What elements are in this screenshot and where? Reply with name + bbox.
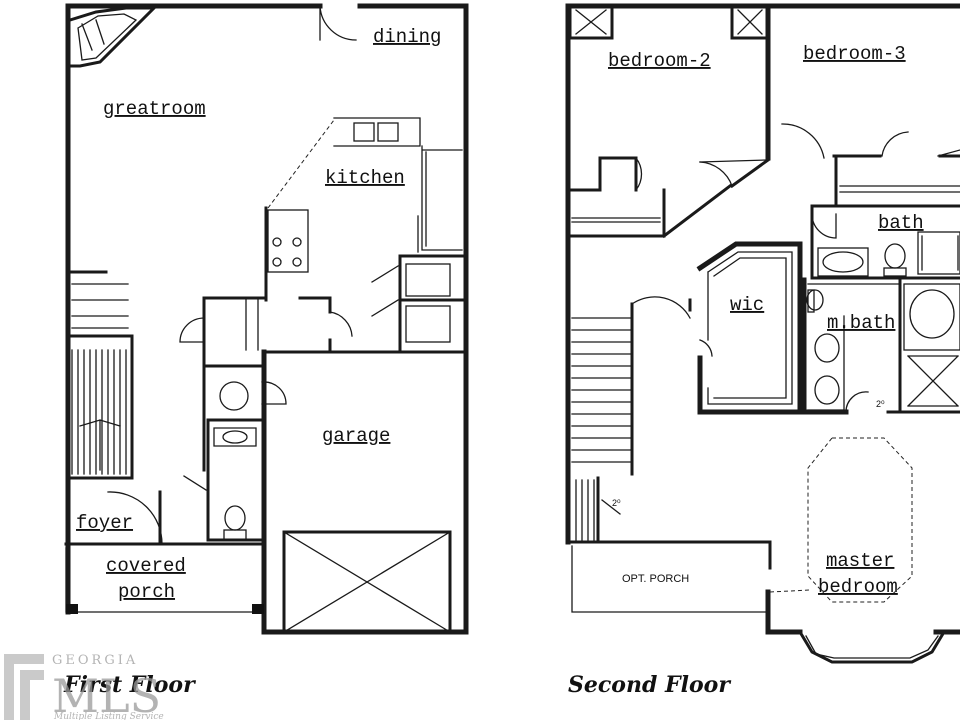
first-floor-stairs: [66, 270, 134, 480]
room-label-m-bath: m.bath: [827, 312, 895, 334]
watermark-mls: MLS: [52, 669, 161, 720]
room-label-master: master: [826, 550, 894, 572]
room-label-covered: covered: [106, 555, 186, 577]
dimension-label-bath: 2⁰: [876, 399, 885, 409]
dimension-label-stairs: 2⁰: [612, 498, 621, 508]
room-label-bedroom: bedroom: [818, 576, 898, 598]
room-label-opt-porch: OPT. PORCH: [622, 573, 689, 585]
room-label-greatroom: greatroom: [103, 98, 206, 120]
second-floor-caption: Second Floor: [568, 672, 731, 698]
second-floor-stairs: [571, 296, 692, 544]
room-label-dining: dining: [373, 26, 441, 48]
walk-in-closet: [696, 241, 803, 415]
second-floor-plan: 2⁰ 2⁰ bedroom-2: [565, 3, 960, 698]
fireplace: [68, 6, 158, 68]
master-bath: [801, 277, 960, 415]
room-label-porch: porch: [118, 581, 175, 603]
room-label-wic: wic: [730, 294, 764, 316]
first-floor-plan: dining greatroom kitchen garage foyer co…: [63, 3, 469, 698]
garage-door: [282, 530, 452, 634]
room-label-garage: garage: [322, 425, 390, 447]
first-floor-caption: First Floor: [63, 672, 196, 698]
watermark-tagline: Multiple Listing Service: [53, 712, 164, 720]
room-label-bedroom-3: bedroom-3: [803, 43, 906, 65]
room-label-bedroom-2: bedroom-2: [608, 50, 711, 72]
room-label-foyer: foyer: [76, 512, 133, 534]
georgia-mls-watermark: GEORGIA MLS Multiple Listing Service: [4, 653, 164, 720]
kitchen-counters: [264, 117, 463, 302]
room-label-bath: bath: [878, 212, 924, 234]
room-label-kitchen: kitchen: [325, 167, 405, 189]
watermark-georgia: GEORGIA: [52, 653, 138, 668]
laundry-closets: [371, 254, 468, 354]
